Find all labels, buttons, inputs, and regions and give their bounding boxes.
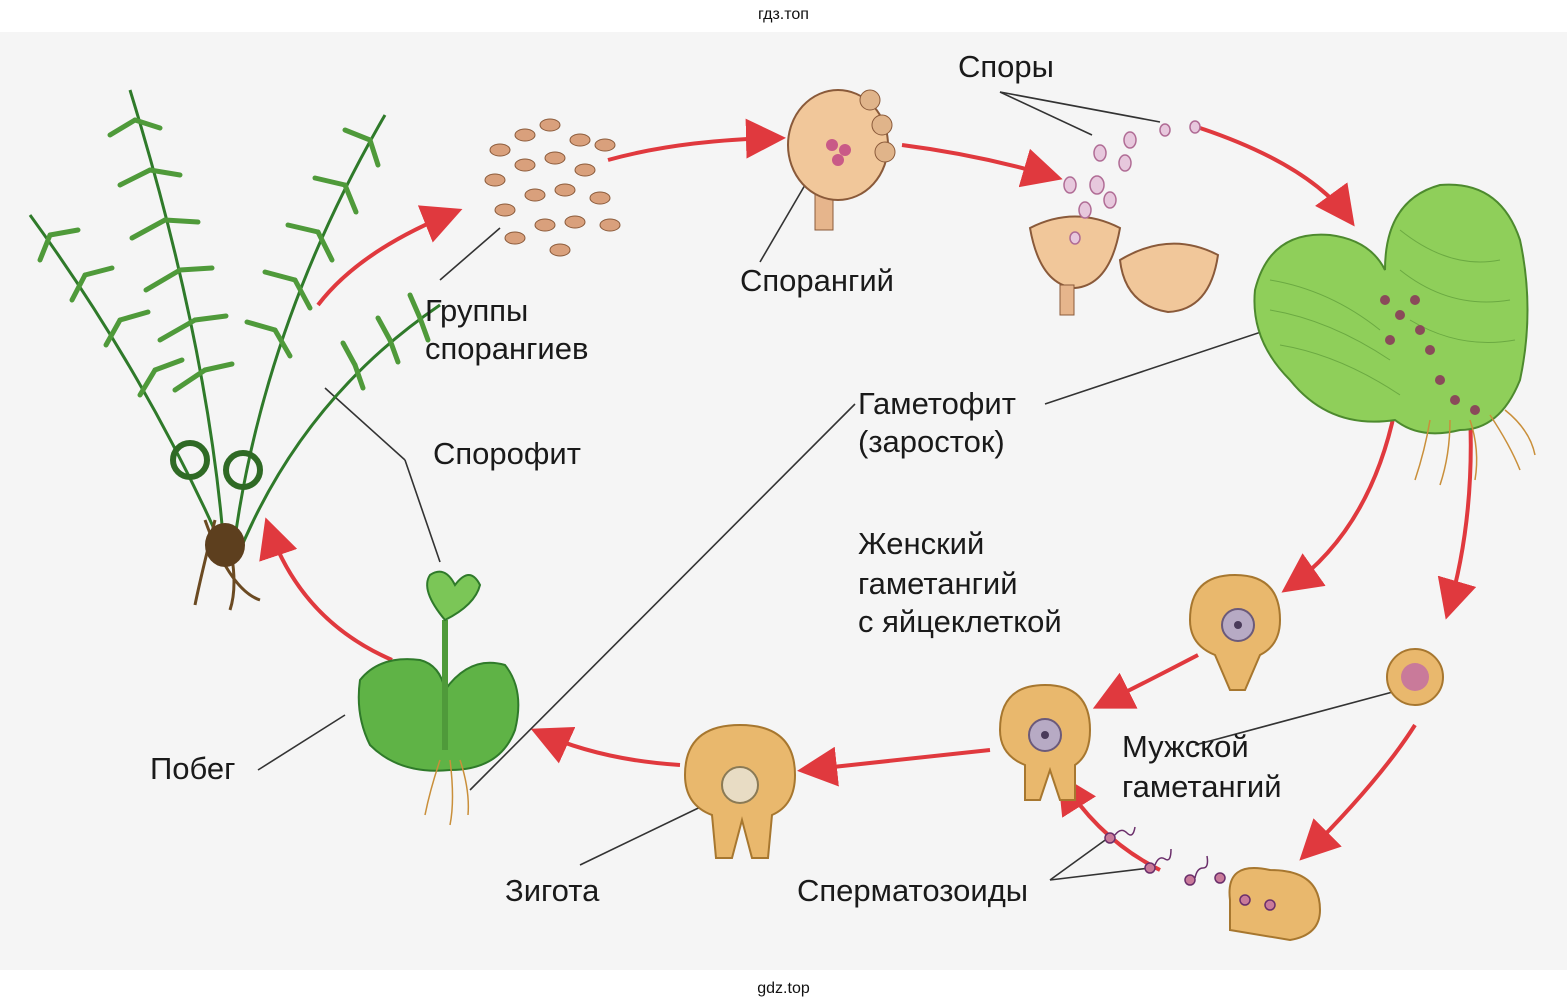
label-sporangium: Спорангий	[740, 263, 894, 298]
arrow-shoot-to-sporophyte	[259, 517, 393, 662]
spermatozoids	[1104, 826, 1276, 911]
label-sporangia-groups-line2: спорангиев	[425, 331, 589, 366]
label-gametophyte-line2: (заросток)	[858, 424, 1005, 459]
arrow-male-to-sperm	[1299, 723, 1417, 861]
label-female-line3: с яйцеклеткой	[858, 604, 1062, 639]
sporangium	[787, 89, 896, 231]
label-male-line2: гаметангий	[1122, 769, 1282, 804]
arrow-to-zygote	[797, 746, 991, 787]
watermark-top: гдз.топ	[758, 6, 809, 23]
label-female-line2: гаметангий	[858, 566, 1018, 601]
arrow-prothallus-to-male	[1437, 411, 1477, 620]
arrow-zygote-to-shoot	[530, 726, 681, 767]
archegonium-fertilization	[998, 683, 1092, 801]
leader-lines	[257, 91, 1401, 881]
fern-sporophyte	[28, 89, 441, 611]
diagram-panel	[0, 32, 1567, 970]
watermark-bottom: gdz.top	[757, 980, 810, 997]
label-male-line1: Мужской	[1122, 729, 1249, 764]
label-spores: Споры	[958, 49, 1054, 84]
arrow-groups-to-sporangium	[607, 118, 786, 162]
label-sporangia-groups-line1: Группы	[425, 293, 529, 328]
label-spermatozoids: Сперматозоиды	[797, 873, 1029, 908]
zygote-archegonium	[683, 723, 797, 859]
label-female-line1: Женский	[858, 526, 985, 561]
arrow-spores-to-prothallus	[1199, 126, 1355, 227]
archegonium	[1188, 573, 1282, 691]
young-sporophyte	[357, 570, 520, 826]
arrow-sporophyte-to-groups	[316, 205, 463, 307]
arrow-prothallus-to-female	[1281, 409, 1397, 593]
arrow-sporangium-to-spores	[901, 143, 1063, 188]
antheridium	[1386, 648, 1444, 706]
prothallus	[1253, 183, 1536, 486]
sporangia-group	[484, 118, 621, 257]
arrow-female-to-fertilized	[1092, 653, 1199, 709]
label-shoot: Побег	[150, 751, 236, 786]
label-gametophyte-line1: Гаметофит	[858, 386, 1016, 421]
label-zygote: Зигота	[505, 873, 600, 908]
opened-sporangia	[1028, 120, 1220, 316]
label-sporophyte: Спорофит	[433, 436, 581, 471]
